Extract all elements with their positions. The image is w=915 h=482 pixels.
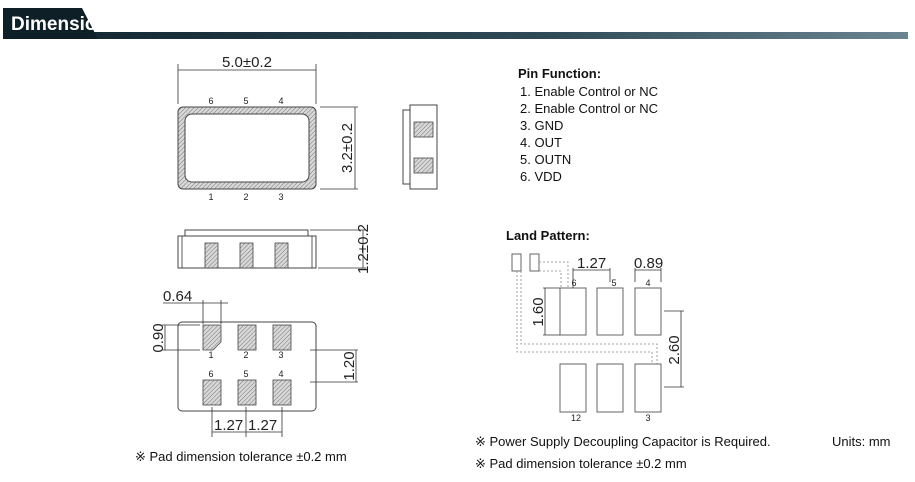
pitch-dimension: 1.27: [214, 417, 243, 434]
pin-label: 6: [208, 96, 213, 106]
pin-function: Pin Function: 1. Enable Control or NC 2.…: [518, 66, 658, 184]
land-pattern-title: Land Pattern:: [506, 228, 590, 243]
row-gap-dimension: 1.20: [341, 351, 358, 380]
land-pad-length-dimension: 1.60: [530, 297, 547, 326]
pin-function-item: 3. GND: [520, 118, 563, 133]
pin-label: 2: [243, 192, 248, 202]
pin-label: 4: [278, 369, 283, 379]
land-pattern: Land Pattern: 6 5 4 12 3 1.27 0.89 1.60 …: [506, 228, 684, 423]
pad-width-dimension: 0.64: [163, 288, 192, 305]
pin-label: 5: [611, 278, 616, 288]
top-view: 5.0±0.2 3.2±0.2 6 5 4 1 2 3: [177, 54, 358, 202]
pin-function-item: 1. Enable Control or NC: [520, 84, 658, 99]
thickness-dimension: 1.2±0.2: [355, 224, 372, 274]
pin-label: 6: [208, 369, 213, 379]
header-title: Dimensions: [11, 14, 119, 35]
pin-label: 6: [571, 278, 576, 288]
pin-label: 3: [278, 192, 283, 202]
header-tab: [3, 8, 98, 39]
pin-label: 3: [278, 350, 283, 360]
pin-label: 4: [645, 278, 650, 288]
land-pad-width-dimension: 0.89: [634, 255, 663, 272]
pin-label: 4: [278, 96, 283, 106]
decoupling-note: ※ Power Supply Decoupling Capacitor is R…: [475, 434, 771, 449]
land-row-span-dimension: 2.60: [666, 335, 683, 364]
front-view: 1.2±0.2: [177, 224, 372, 274]
pin-label: 12: [571, 413, 581, 423]
pin-label: 1: [208, 192, 213, 202]
pin-label: 1: [208, 350, 213, 360]
pin-label: 2: [243, 350, 248, 360]
land-pitch-dimension: 1.27: [577, 255, 606, 272]
pad-tolerance-note: ※ Pad dimension tolerance ±0.2 mm: [475, 456, 687, 471]
pin-function-item: 6. VDD: [520, 169, 562, 184]
pitch-dimension: 1.27: [248, 417, 277, 434]
section-header: Dimensions: [3, 8, 908, 39]
side-view: [402, 104, 438, 190]
pin-function-item: 5. OUTN: [520, 152, 571, 167]
pin-function-title: Pin Function:: [518, 66, 601, 81]
pin-label: 5: [243, 96, 248, 106]
pad-height-dimension: 0.90: [150, 323, 167, 352]
pin-function-item: 2. Enable Control or NC: [520, 101, 658, 116]
pin-function-item: 4. OUT: [520, 135, 562, 150]
pin-label: 5: [243, 369, 248, 379]
pin-label: 3: [645, 413, 650, 423]
header-bar: [3, 32, 908, 39]
bottom-view: 1 2 3 6 5 4 0.64 0.90 1.20 1.27 1.27: [150, 288, 358, 437]
units-label: Units: mm: [832, 434, 891, 449]
width-dimension: 5.0±0.2: [222, 54, 272, 71]
height-dimension: 3.2±0.2: [339, 123, 356, 173]
pad-tolerance-note: ※ Pad dimension tolerance ±0.2 mm: [135, 449, 347, 464]
